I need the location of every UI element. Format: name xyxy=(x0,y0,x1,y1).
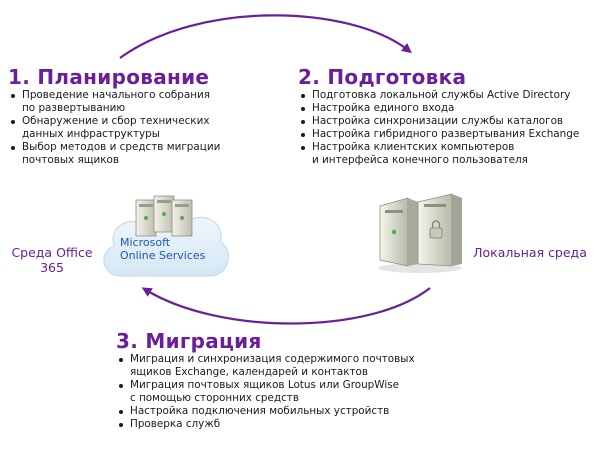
list-item-text: Проведение начального собрания xyxy=(22,89,211,101)
list-item: Настройка гибридного развертывания Excha… xyxy=(298,128,579,141)
server-icon xyxy=(135,195,193,237)
lock-icon xyxy=(429,220,443,239)
local-servers-icon xyxy=(378,193,462,273)
list-item-text: Миграция почтовых ящиков Lotus или Group… xyxy=(130,379,400,391)
list-item-text: Подготовка локальной службы Active Direc… xyxy=(312,89,571,101)
local-environment-label: Локальная среда xyxy=(473,245,587,260)
list-item-text: Настройка подключения мобильных устройст… xyxy=(130,405,390,417)
cloud-icon xyxy=(103,195,229,277)
list-item: Подготовка локальной службы Active Direc… xyxy=(298,89,579,102)
list-item-text: Настройка клиентских компьютеров xyxy=(312,141,515,153)
phase-title: 2. Подготовка xyxy=(298,65,467,89)
phase-items: Подготовка локальной службы Active Direc… xyxy=(298,89,579,167)
phase-migration: 3. Миграция Миграция и синхронизация сод… xyxy=(116,330,415,431)
list-item: Миграция почтовых ящиков Lotus или Group… xyxy=(116,379,415,405)
phase-items: Миграция и синхронизация содержимого поч… xyxy=(116,353,415,431)
list-item-text: Настройка единого входа xyxy=(312,102,455,114)
list-item-text: Настройка гибридного развертывания Excha… xyxy=(312,128,580,140)
cloud-environment-label: Среда Office 365 xyxy=(11,245,93,275)
list-item-text: Настройка синхронизации службы каталогов xyxy=(312,115,564,127)
list-item-text: с помощью сторонних средств xyxy=(130,392,299,404)
phase-title: 1. Планирование xyxy=(8,65,210,89)
list-item-text: ящиков Exchange, календарей и контактов xyxy=(130,366,369,378)
phase-title: 3. Миграция xyxy=(116,329,262,353)
list-item-text: Обнаружение и сбор технических xyxy=(22,115,210,127)
list-item-text: данных инфраструктуры xyxy=(22,128,160,140)
phase-preparation: 2. Подготовка Подготовка локальной служб… xyxy=(298,66,579,167)
list-item: Настройка единого входа xyxy=(298,102,579,115)
list-item: Настройка подключения мобильных устройст… xyxy=(116,405,415,418)
list-item-text: Проверка служб xyxy=(130,418,221,430)
list-item-text: Миграция и синхронизация содержимого поч… xyxy=(130,353,415,365)
list-item-text: и интерфейса конечного пользователя xyxy=(312,154,528,166)
list-item-text: по развертыванию xyxy=(22,102,126,114)
microsoft-online-services-logo: Microsoft Online Services xyxy=(120,236,206,262)
phase-planning: 1. Планирование Проведение начального со… xyxy=(8,66,220,167)
list-item-text: Выбор методов и средств миграции xyxy=(22,141,221,153)
list-item-text: почтовых ящиков xyxy=(22,154,120,166)
arrow-bottom xyxy=(141,287,431,325)
list-item: Миграция и синхронизация содержимого поч… xyxy=(116,353,415,379)
list-item: Настройка синхронизации службы каталогов xyxy=(298,115,579,128)
arrow-top xyxy=(119,14,412,59)
list-item: Проверка служб xyxy=(116,418,415,431)
